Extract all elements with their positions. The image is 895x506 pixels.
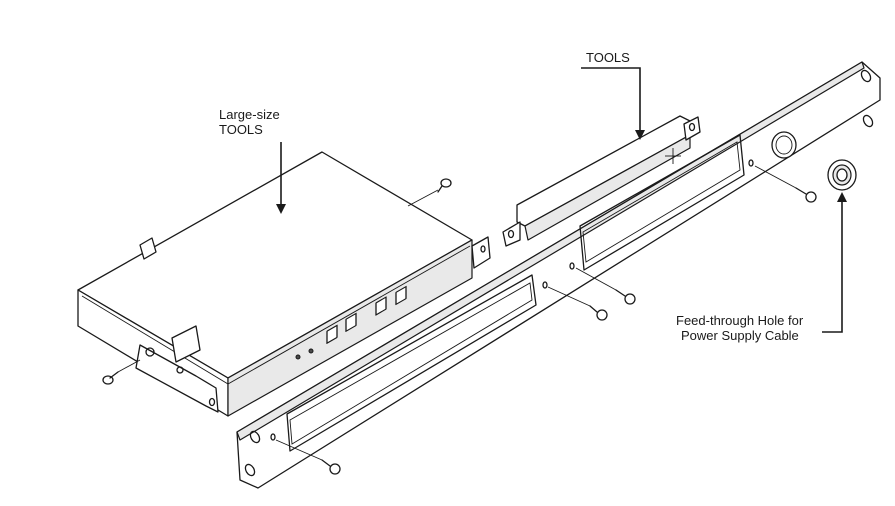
screw-icon xyxy=(102,371,119,385)
screw-icon xyxy=(437,178,452,193)
receiver-unit xyxy=(77,151,491,417)
screw-icon xyxy=(795,187,817,203)
tools-label: TOOLS xyxy=(586,50,630,65)
grommet xyxy=(827,159,857,191)
screw-icon xyxy=(321,459,341,475)
screws xyxy=(102,165,817,475)
leader-lines xyxy=(276,67,847,333)
screw-icon xyxy=(589,305,608,321)
feed-through-label-line1: Feed-through Hole for xyxy=(676,313,804,328)
large-tools-label-line2: TOOLS xyxy=(219,122,263,137)
large-tools-label-line1: Large-size xyxy=(219,107,280,122)
screw-icon xyxy=(615,289,636,305)
rack-panel xyxy=(236,61,881,489)
tools-bracket xyxy=(502,115,701,247)
feed-through-label-line2: Power Supply Cable xyxy=(681,328,799,343)
